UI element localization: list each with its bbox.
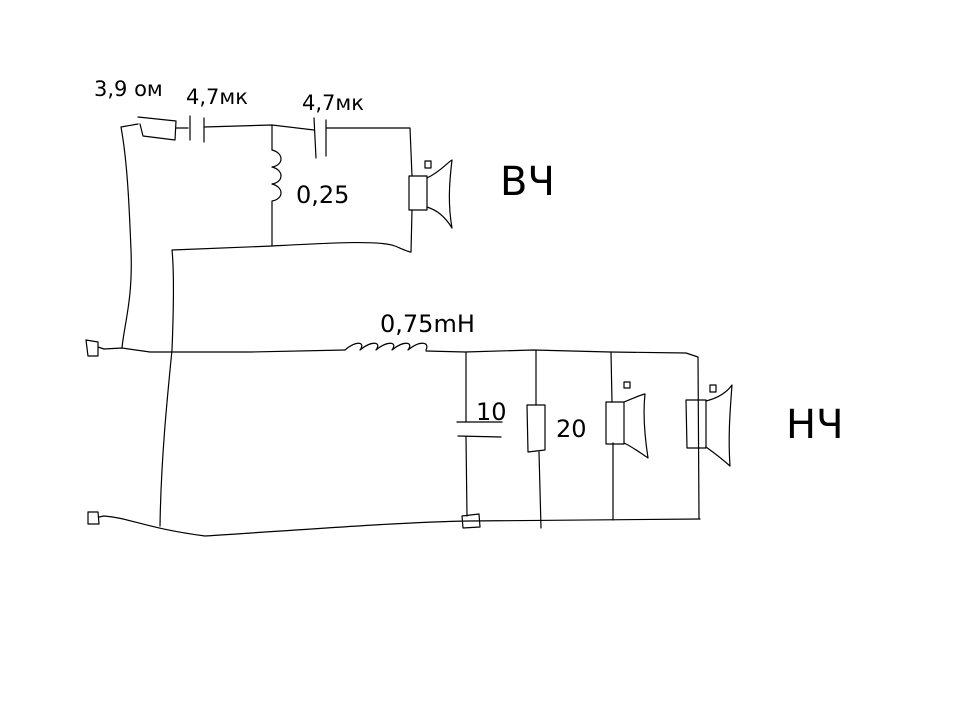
wire-tweeter-top-2 xyxy=(325,127,413,177)
wire-tweeter-top-1 xyxy=(203,124,315,131)
label-c-series-1: 4,7мк xyxy=(186,85,248,109)
capacitor-4-7uF-1 xyxy=(189,115,205,143)
wire-ground-tweeter xyxy=(159,241,412,527)
wire-ground-main xyxy=(103,515,701,537)
wire-woofer-top xyxy=(425,349,700,520)
woofer-speaker-1 xyxy=(605,351,649,521)
inductor-0-25 xyxy=(271,149,282,247)
label-woofer-group: НЧ xyxy=(786,402,844,448)
inductor-0-75mH xyxy=(344,342,428,351)
capacitor-10 xyxy=(456,351,503,529)
label-c-shunt: 10 xyxy=(476,398,507,426)
wire-positive-main xyxy=(103,347,346,353)
wire-positive-branch xyxy=(120,123,139,349)
label-tweeter-group: ВЧ xyxy=(500,159,555,205)
label-r-series: 3,9 ом xyxy=(94,77,163,101)
input-terminal-positive xyxy=(85,339,105,357)
label-l-series: 0,75mH xyxy=(380,310,475,338)
label-l-parallel: 0,25 xyxy=(296,181,349,209)
woofer-speaker-2 xyxy=(685,384,733,467)
label-c-series-2: 4,7мк xyxy=(302,91,364,115)
resistor-3-9-ohm xyxy=(137,116,177,141)
input-terminal-negative xyxy=(87,511,105,525)
tweeter-speaker xyxy=(408,159,453,253)
resistor-20 xyxy=(526,349,546,529)
capacitor-4-7uF-2 xyxy=(313,117,327,159)
label-r-shunt: 20 xyxy=(556,415,587,443)
